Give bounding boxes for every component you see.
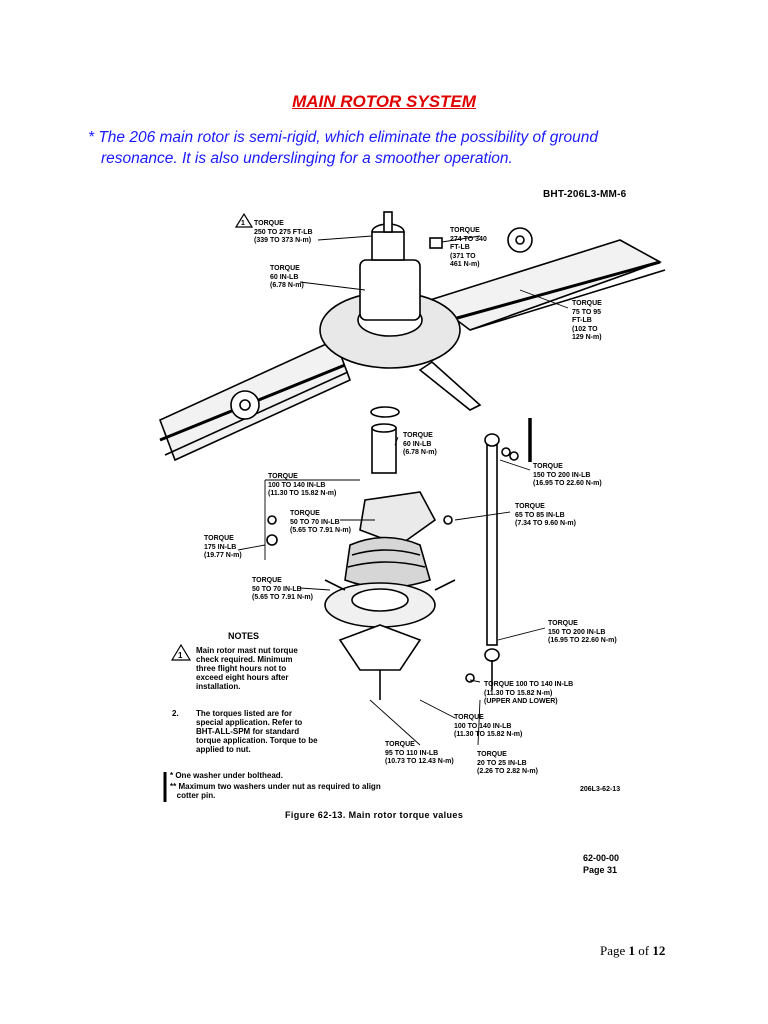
torque-label: TORQUE 150 TO 200 IN-LB (16.95 TO 22.60 …	[533, 463, 602, 487]
manual-id: BHT-206L3-MM-6	[543, 189, 627, 200]
page-counter: Page 1 of 12	[600, 943, 665, 959]
torque-label: TORQUE 50 TO 70 IN-LB (5.65 TO 7.91 N-m)	[252, 577, 313, 601]
washer-note-2: ** Maximum two washers under nut as requ…	[170, 782, 381, 800]
torque-label: TORQUE 75 TO 95 FT-LB (102 TO 129 N-m)	[572, 300, 602, 341]
current-page: 1	[628, 943, 636, 958]
torque-label: TORQUE 100 TO 140 IN-LB (11.30 TO 15.82 …	[484, 681, 574, 705]
total-pages: 12	[652, 943, 666, 958]
page-prefix: Page	[600, 943, 629, 958]
torque-label: TORQUE 65 TO 85 IN-LB (7.34 TO 9.60 N-m)	[515, 503, 576, 527]
note-1: Main rotor mast nut torque check require…	[196, 646, 298, 691]
torque-label: TORQUE 95 TO 110 IN-LB (10.73 TO 12.43 N…	[385, 741, 454, 765]
figure-number: 206L3-62-13	[580, 786, 621, 793]
intro-text: * The 206 main rotor is semi-rigid, whic…	[88, 127, 728, 169]
note-2: The torques listed are for special appli…	[196, 709, 318, 754]
page-title: MAIN ROTOR SYSTEM	[292, 92, 476, 111]
torque-label: TORQUE 100 TO 140 IN-LB (11.30 TO 15.82 …	[268, 473, 337, 497]
torque-label: TORQUE 50 TO 70 IN-LB (5.65 TO 7.91 N-m)	[290, 510, 351, 534]
torque-label: TORQUE 150 TO 200 IN-LB (16.95 TO 22.60 …	[548, 620, 617, 644]
washer-note-1: * One washer under bolthead.	[170, 771, 283, 780]
intro-line-2: resonance. It is also underslinging for …	[101, 150, 513, 167]
torque-label: TORQUE 250 TO 275 FT-LB (339 TO 373 N-m)	[254, 220, 313, 244]
torque-label: TORQUE 60 IN-LB (6.78 N-m)	[403, 432, 437, 456]
svg-text:1: 1	[241, 220, 245, 227]
svg-text:1: 1	[178, 651, 183, 660]
torque-label: TORQUE 60 IN-LB (6.78 N-m)	[270, 265, 304, 289]
page-of: of	[635, 943, 653, 958]
note-2-number: 2.	[172, 709, 179, 718]
torque-label: TORQUE 274 TO 340 FT-LB (371 TO 461 N-m)	[450, 227, 487, 268]
torque-label: TORQUE 175 IN-LB (19.77 N-m)	[204, 535, 242, 559]
intro-line-1: * The 206 main rotor is semi-rigid, whic…	[88, 129, 599, 146]
torque-label: TORQUE 100 TO 140 IN-LB (11.30 TO 15.82 …	[454, 714, 523, 738]
manual-page-reference: 62-00-00 Page 31	[583, 853, 620, 875]
torque-label: TORQUE 20 TO 25 IN-LB (2.26 TO 2.82 N-m)	[477, 751, 538, 775]
figure-caption: Figure 62-13. Main rotor torque values	[285, 810, 464, 820]
notes-heading: NOTES	[228, 631, 260, 641]
